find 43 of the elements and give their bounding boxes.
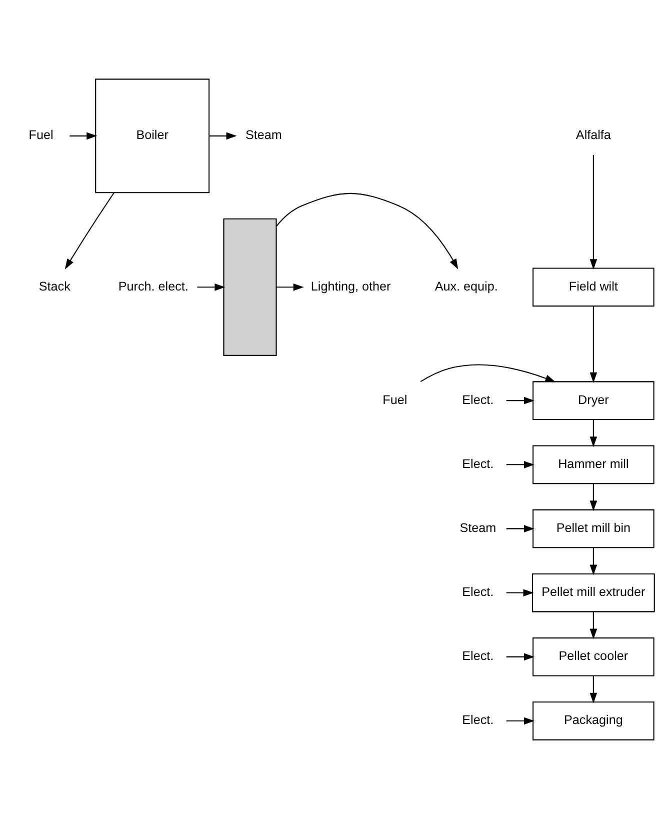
node-text: Purch. elect. [118,279,188,294]
arrow [209,132,237,140]
arrow [590,484,598,512]
arrow [590,676,598,704]
node-text: Steam [460,520,496,535]
arrow [590,548,598,576]
node-text: Fuel [28,128,54,142]
arrow [590,612,598,640]
arrow [590,306,598,383]
node-box: Dryer [532,381,654,420]
node-box: Packaging [532,701,654,740]
node-box: Pellet mill extruder [532,573,655,612]
node-text: Alfalfa [576,128,611,142]
node-text: Fuel [382,392,408,407]
node-text: Elect. [462,456,494,471]
arrow [197,283,226,291]
node-box: Field wilt [532,268,654,307]
node-text: Elect. [462,392,494,407]
node-text: Stack [38,279,70,294]
arrow [506,717,534,725]
arrow [506,589,534,596]
node-text: Aux. equip. [434,279,498,294]
node-box: Boiler [95,78,210,194]
node-box: Pellet mill bin [532,509,654,548]
node-box: Pellet cooler [532,637,654,676]
node-text: Lighting, other [310,279,391,294]
node-box: Hammer mill [532,445,654,484]
arrow [506,653,534,660]
arrow [506,460,534,468]
arrow [276,192,458,270]
arrow [276,283,304,291]
node-text: Elect. [462,649,494,664]
arrow [64,192,114,270]
node-box [223,218,277,356]
arrow [590,154,598,270]
arrow [590,420,598,448]
node-text: Elect. [462,585,494,600]
arrow [506,525,534,532]
arrow [506,396,534,404]
node-text: Steam [245,128,282,142]
arrow [70,132,98,140]
arrow [420,364,556,382]
node-text: Elect. [462,713,494,728]
